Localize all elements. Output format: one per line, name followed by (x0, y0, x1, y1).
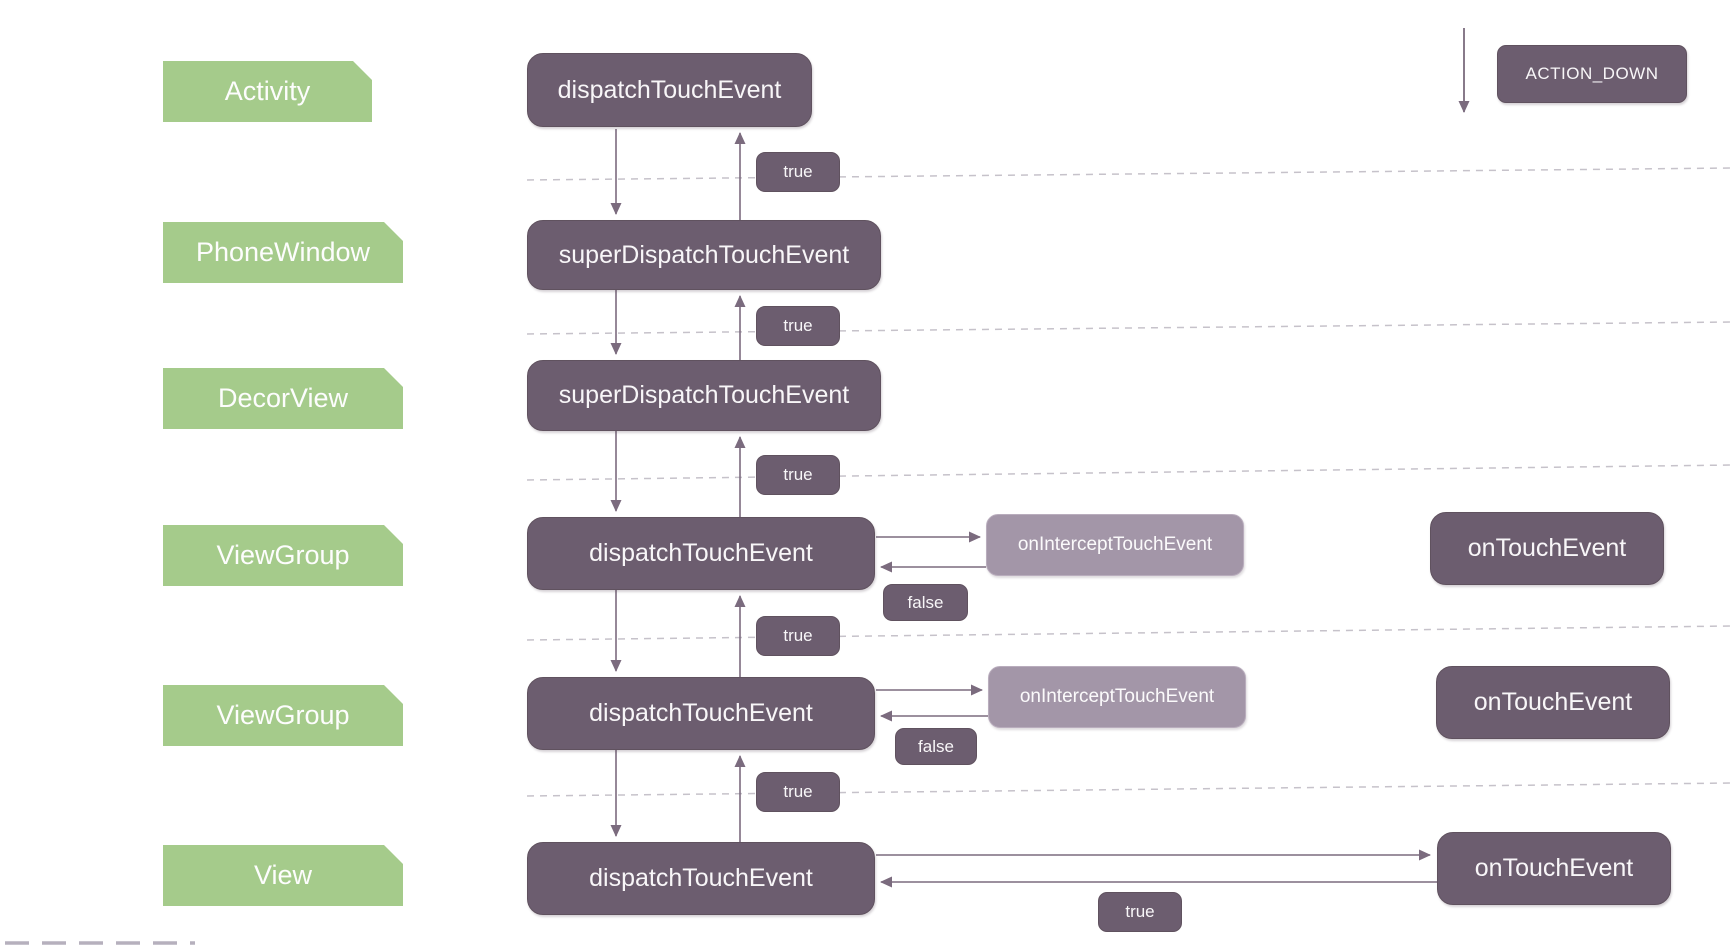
layer-label-viewgroup-1: ViewGroup (163, 525, 403, 586)
badge-label: true (783, 162, 813, 181)
layer-label-viewgroup-2: ViewGroup (163, 685, 403, 746)
action-label-text: ACTION_DOWN (1525, 64, 1659, 83)
divider-decorview-viewgroup (526, 464, 1733, 481)
intercept-touch-arrows (876, 531, 1437, 888)
node-viewgroup2-ontouchevent: onTouchEvent (1436, 666, 1670, 739)
action-down-label: ACTION_DOWN (1497, 45, 1687, 103)
badge-label: true (783, 782, 813, 801)
node-view-ontouchevent: onTouchEvent (1437, 832, 1671, 905)
layer-label-text: View (253, 860, 313, 890)
layer-label-text: DecorView (217, 383, 349, 413)
node-label: dispatchTouchEvent (589, 864, 813, 892)
node-activity-dispatchtouchevent: dispatchTouchEvent (527, 53, 812, 127)
node-label: superDispatchTouchEvent (558, 381, 850, 409)
divider-viewgroup-view (526, 782, 1733, 797)
node-phonewindow-superdispatchtouchevent: superDispatchTouchEvent (527, 220, 881, 290)
node-viewgroup2-dispatchtouchevent: dispatchTouchEvent (527, 677, 875, 750)
badge-true-viewgroup2-return: true (756, 616, 840, 656)
node-label: superDispatchTouchEvent (558, 240, 850, 269)
node-view-dispatchtouchevent: dispatchTouchEvent (527, 842, 875, 915)
layer-label-phonewindow: PhoneWindow (163, 222, 403, 283)
badge-true-phonewindow-return: true (756, 152, 840, 192)
badge-label: true (783, 465, 813, 484)
layer-label-decorview: DecorView (163, 368, 403, 429)
dispatch-return-arrows (610, 129, 746, 842)
badge-true-ontouchevent-return: true (1098, 892, 1182, 932)
node-viewgroup1-dispatchtouchevent: dispatchTouchEvent (527, 517, 875, 590)
badge-label: true (1125, 902, 1155, 921)
layer-divider-lines (5, 167, 1733, 945)
divider-activity-phonewindow (526, 167, 1733, 181)
layer-label-activity: Activity (163, 61, 372, 122)
layer-label-text: PhoneWindow (195, 237, 371, 267)
node-label: onTouchEvent (1467, 534, 1627, 562)
divider-viewgroup-viewgroup (526, 625, 1733, 641)
divider-phonewindow-decorview (526, 321, 1733, 335)
badge-label: true (783, 316, 813, 335)
node-decorview-superdispatchtouchevent: superDispatchTouchEvent (527, 360, 881, 431)
node-label: dispatchTouchEvent (557, 75, 782, 104)
badge-label: false (918, 736, 954, 756)
badge-label: false (907, 592, 944, 612)
node-label: onInterceptTouchEvent (1017, 534, 1213, 555)
node-label: onInterceptTouchEvent (1019, 686, 1215, 707)
node-label: onTouchEvent (1474, 854, 1634, 882)
badge-label: true (783, 626, 813, 645)
badge-false-intercept-viewgroup2: false (895, 728, 977, 765)
node-viewgroup1-onintercepttouchevent: onInterceptTouchEvent (986, 514, 1244, 576)
node-viewgroup1-ontouchevent: onTouchEvent (1430, 512, 1664, 585)
node-label: dispatchTouchEvent (589, 699, 813, 727)
layer-label-text: ViewGroup (216, 700, 350, 730)
node-viewgroup2-onintercepttouchevent: onInterceptTouchEvent (988, 666, 1246, 728)
badge-true-view-return: true (756, 772, 840, 812)
layer-label-view: View (163, 845, 403, 906)
badge-false-intercept-viewgroup1: false (883, 584, 968, 621)
node-label: onTouchEvent (1473, 688, 1633, 716)
node-label: dispatchTouchEvent (589, 539, 813, 567)
layer-label-text: ViewGroup (216, 540, 350, 570)
badge-true-decorview-return: true (756, 306, 840, 346)
layer-label-text: Activity (224, 76, 311, 106)
badge-true-viewgroup1-return: true (756, 455, 840, 495)
